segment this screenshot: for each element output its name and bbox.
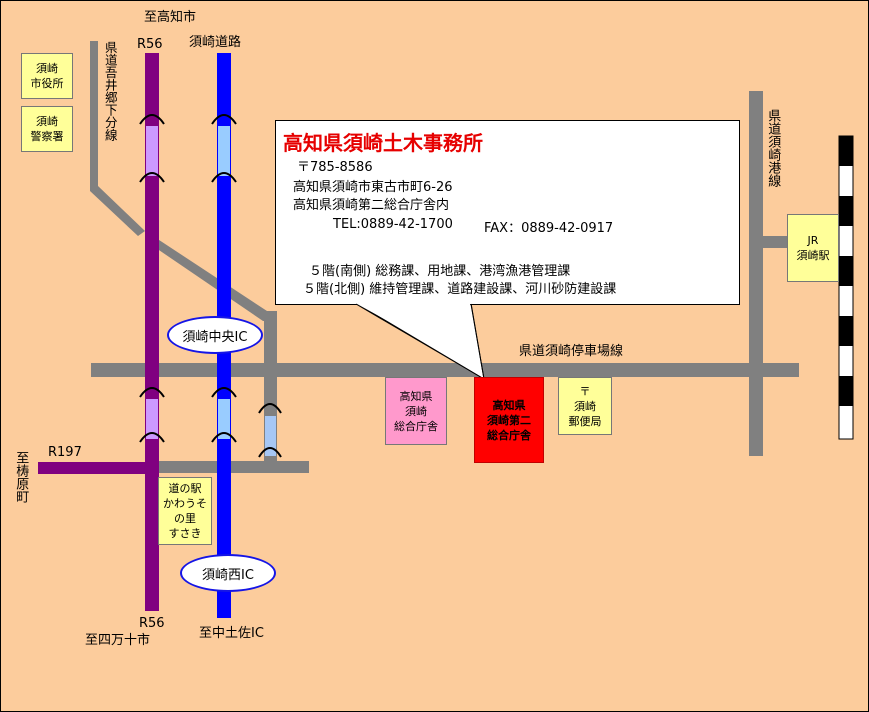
place-police: 須崎 警察署 xyxy=(21,106,73,152)
road-minor-underpass xyxy=(265,416,276,456)
label-r197: R197 xyxy=(48,445,82,460)
dest-south-expressway: 至中土佐IC xyxy=(199,626,264,641)
office-name: 高知県須崎土木事務所 xyxy=(283,131,483,155)
road-agui xyxy=(90,41,145,236)
local-roads xyxy=(90,41,799,473)
bridge-arcs xyxy=(139,114,282,458)
road-port-line xyxy=(749,91,763,456)
office-info-callout xyxy=(275,120,740,305)
interchange-susaki-west: 須崎西IC xyxy=(180,554,276,592)
office-floor-north: ５階(北側) 維持管理課、道路建設課、河川砂防建設課 xyxy=(303,282,617,297)
dest-west: 至梼原町 xyxy=(13,451,29,503)
jr-railway xyxy=(838,135,854,440)
place-jr-station: JR 須崎駅 xyxy=(787,214,839,282)
office-address1: 高知県須崎市東古市町6-26 xyxy=(293,180,453,195)
interchange-west-label: 須崎西IC xyxy=(202,567,254,583)
road-diagonal xyxy=(153,236,277,321)
place-gov-office: 高知県 須崎 総合庁舎 xyxy=(385,377,447,445)
label-susaki-road: 須崎道路 xyxy=(189,35,242,50)
place-city-hall: 須崎 市役所 xyxy=(21,53,73,99)
label-pref-road-station: 県道須崎停車場線 xyxy=(519,344,624,359)
label-r56-bottom: R56 xyxy=(139,616,165,631)
office-address2: 高知県須崎第二総合庁舎内 xyxy=(293,198,450,213)
r56-underpass-south xyxy=(146,399,158,439)
office-tel: TEL:0889-42-1700 xyxy=(333,217,453,232)
place-post-office: 〒 須崎 郵便局 xyxy=(558,377,612,435)
office-floor-south: ５階(南側) 総務課、用地課、港湾漁港管理課 xyxy=(309,264,571,279)
expressway-underpass-south xyxy=(218,399,230,439)
dest-south-r56: 至四万十市 xyxy=(85,633,151,648)
place-gov-office-2: 高知県 須崎第二 総合庁舎 xyxy=(474,377,544,463)
office-fax: FAX：0889-42-0917 xyxy=(484,221,614,236)
interchange-susaki-central: 須崎中央IC xyxy=(167,316,263,354)
label-pref-road-port: 県道須崎港線 xyxy=(765,109,781,187)
dest-north: 至高知市 xyxy=(144,10,197,25)
interchange-central-label: 須崎中央IC xyxy=(182,329,248,345)
road-jr-spur xyxy=(763,236,791,248)
office-postal: 〒785-8586 xyxy=(297,160,373,175)
label-pref-road-agui: 県道吾井郷下分線 xyxy=(102,41,118,141)
r56-underpass-north xyxy=(146,126,158,176)
label-r56-top: R56 xyxy=(137,37,163,52)
road-r197 xyxy=(38,462,158,474)
expressway-underpass-north xyxy=(218,126,230,176)
place-road-station: 道の駅 かわうそ の里 すさき xyxy=(158,477,212,545)
